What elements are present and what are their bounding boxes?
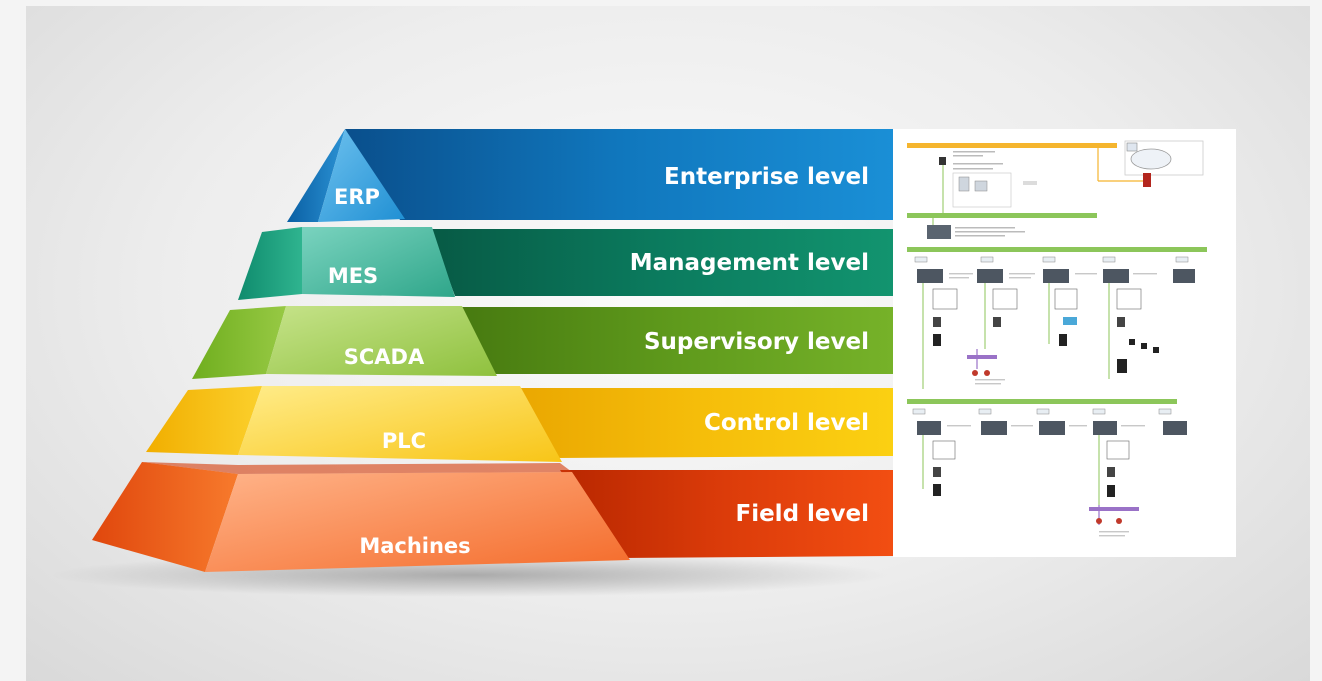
plc-rack-icon [927, 225, 951, 239]
green-bus-1 [907, 213, 1097, 218]
erp-front-face [318, 129, 405, 222]
server-icon [939, 157, 946, 165]
scada-front-face [266, 306, 497, 376]
purple-bus-1 [967, 355, 997, 359]
monitor-icon [974, 180, 988, 192]
hmi-panels-1 [932, 288, 1142, 373]
control-level-label: Control level [704, 410, 869, 436]
green-bus-3 [907, 399, 1177, 404]
machines-side-face [92, 462, 238, 572]
field-level-label: Field level [735, 501, 869, 527]
supervisory-band [460, 307, 893, 374]
plc-side-face [146, 386, 262, 455]
scada-label: SCADA [344, 345, 425, 369]
green-bus-2 [907, 247, 1207, 252]
controller-row-2 [917, 421, 1187, 435]
mes-front-face [302, 227, 455, 297]
controller-row-1 [917, 269, 1195, 283]
plc-front-face [238, 386, 562, 462]
management-band [430, 229, 893, 296]
firewall-icon [1143, 173, 1151, 187]
switch-row-2 [912, 408, 1172, 415]
purple-bus-2 [1089, 507, 1139, 511]
scada-side-face [192, 306, 286, 379]
machines-top-edge [142, 462, 572, 474]
orange-bus [907, 143, 1117, 148]
computer-icon [1126, 142, 1138, 152]
supervisory-level-label: Supervisory level [644, 329, 869, 355]
cloud-box [1124, 140, 1204, 176]
field-band [560, 470, 893, 558]
plc-label: PLC [382, 429, 426, 453]
workstation-icon [958, 176, 970, 192]
level-management: MES Management level [238, 227, 893, 300]
mes-side-face [238, 227, 302, 300]
machines-front-face [205, 472, 630, 572]
switch-row-1 [914, 256, 1189, 263]
mes-label: MES [328, 264, 378, 288]
control-band [500, 388, 893, 458]
erp-label: ERP [334, 185, 380, 209]
level-supervisory: SCADA Supervisory level [192, 306, 893, 379]
level-control: PLC Control level [146, 386, 893, 462]
enterprise-band [345, 129, 893, 220]
machines-label: Machines [359, 534, 470, 558]
level-field: Machines Field level [92, 462, 893, 572]
cloud-icon [1130, 148, 1172, 170]
erp-side-face [287, 129, 345, 222]
management-level-label: Management level [630, 250, 869, 276]
enterprise-level-label: Enterprise level [664, 164, 869, 190]
network-architecture-diagram [893, 129, 1236, 557]
level-enterprise: ERP Enterprise level [287, 129, 893, 222]
